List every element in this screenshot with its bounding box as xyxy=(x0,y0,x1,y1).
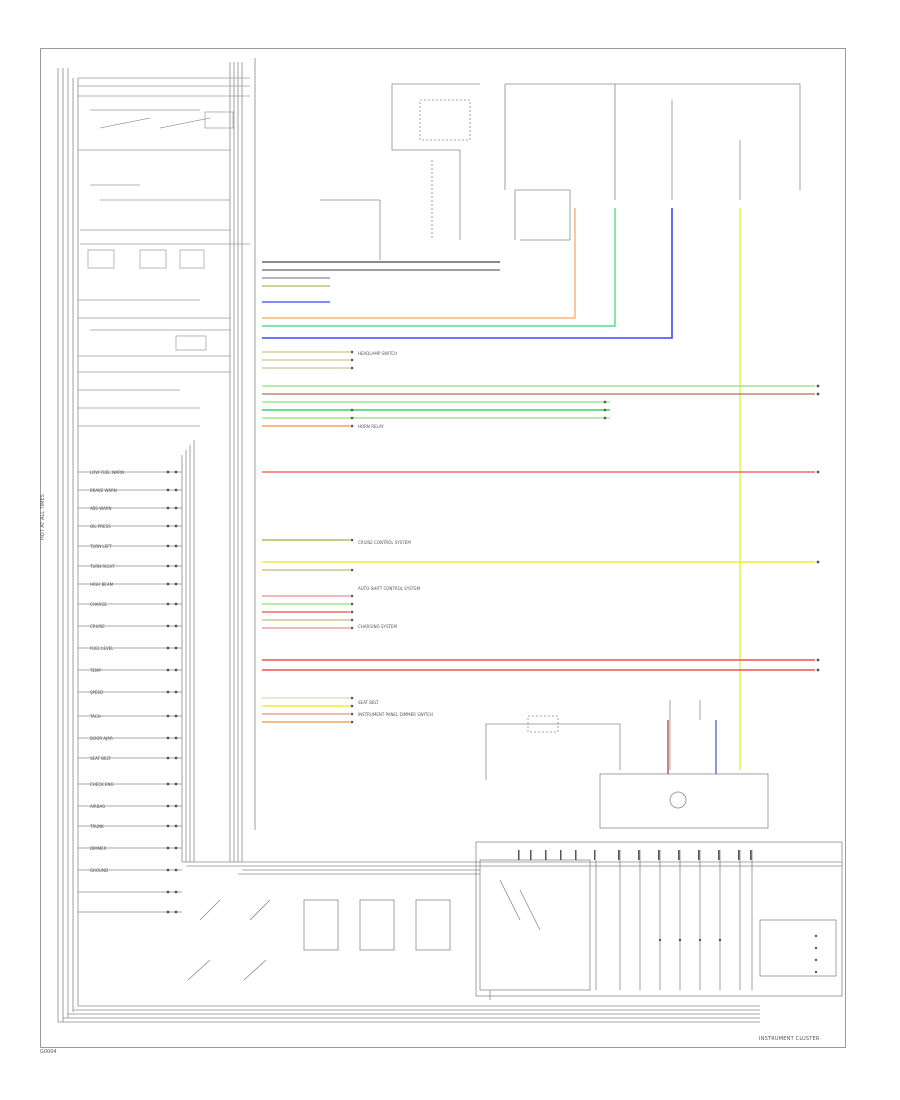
left-label-13: DOOR AJAR xyxy=(90,736,113,741)
mid-label-group: HEADLAMP SWITCH HORN RELAY CRUISE CONTRO… xyxy=(358,351,433,717)
left-label-17: TRUNK xyxy=(89,824,104,829)
mid-label-4: AUTO-SHIFT CONTROL SYSTEM xyxy=(358,586,421,591)
left-label-10: TEMP xyxy=(89,668,101,673)
left-feeder-lines xyxy=(78,471,182,913)
colored-wires-mid xyxy=(262,385,815,723)
bottom-tick-marks xyxy=(518,850,818,974)
left-label-6: HIGH BEAM xyxy=(90,582,114,587)
left-label-group: LOW FUEL WARN BRAKE WARN ABS WARN OIL PR… xyxy=(89,470,124,873)
bottom-bus-lines xyxy=(58,861,842,1023)
left-label-12: TACH xyxy=(89,714,101,719)
left-label-11: SPEED xyxy=(90,690,103,695)
left-label-7: CHARGE xyxy=(90,602,107,607)
lower-right-module xyxy=(485,700,769,829)
lower-right-colored xyxy=(667,720,717,774)
footer-title: INSTRUMENT CLUSTER xyxy=(759,1036,820,1042)
mid-label-5: INSTRUMENT PANEL DIMMER SWITCH xyxy=(358,712,433,717)
left-label-4: TURN LEFT xyxy=(89,544,112,549)
left-bus-lines xyxy=(57,58,256,1022)
left-label-16: AIRBAG xyxy=(90,804,105,809)
left-label-15: CHECK ENG xyxy=(90,782,114,787)
left-label-3: OIL PRESS xyxy=(90,524,111,529)
left-label-1: BRAKE WARN xyxy=(90,488,117,493)
mid-label-6: SEAT BELT xyxy=(358,700,379,705)
left-label-0: LOW FUEL WARN xyxy=(90,470,124,475)
mid-label-1: HORN RELAY xyxy=(358,424,384,429)
left-label-9: FUEL LEVEL xyxy=(90,646,114,651)
mid-label-0: HEADLAMP SWITCH xyxy=(358,351,397,356)
left-label-2: ABS WARN xyxy=(90,506,111,511)
left-label-8: CRUISE xyxy=(90,624,105,629)
colored-wires-upper xyxy=(262,208,673,369)
mid-label-2: CRUISE CONTROL SYSTEM xyxy=(358,540,411,545)
left-label-5: TURN RIGHT xyxy=(89,564,115,569)
left-label-19: GROUND xyxy=(90,868,108,873)
left-connector-dots xyxy=(166,470,178,914)
mid-label-3: CHARGING SYSTEM xyxy=(358,624,397,629)
footer-left-label: G0004 xyxy=(40,1049,57,1055)
bottom-components xyxy=(187,841,843,1000)
left-label-18: DIMMER xyxy=(90,846,107,851)
left-label-14: SEAT BELT xyxy=(90,756,111,761)
top-right-components xyxy=(320,83,801,260)
vertical-label: HOT AT ALL TIMES xyxy=(40,494,46,540)
upper-left-switch-block xyxy=(78,77,250,427)
mid-connectors xyxy=(350,350,820,724)
